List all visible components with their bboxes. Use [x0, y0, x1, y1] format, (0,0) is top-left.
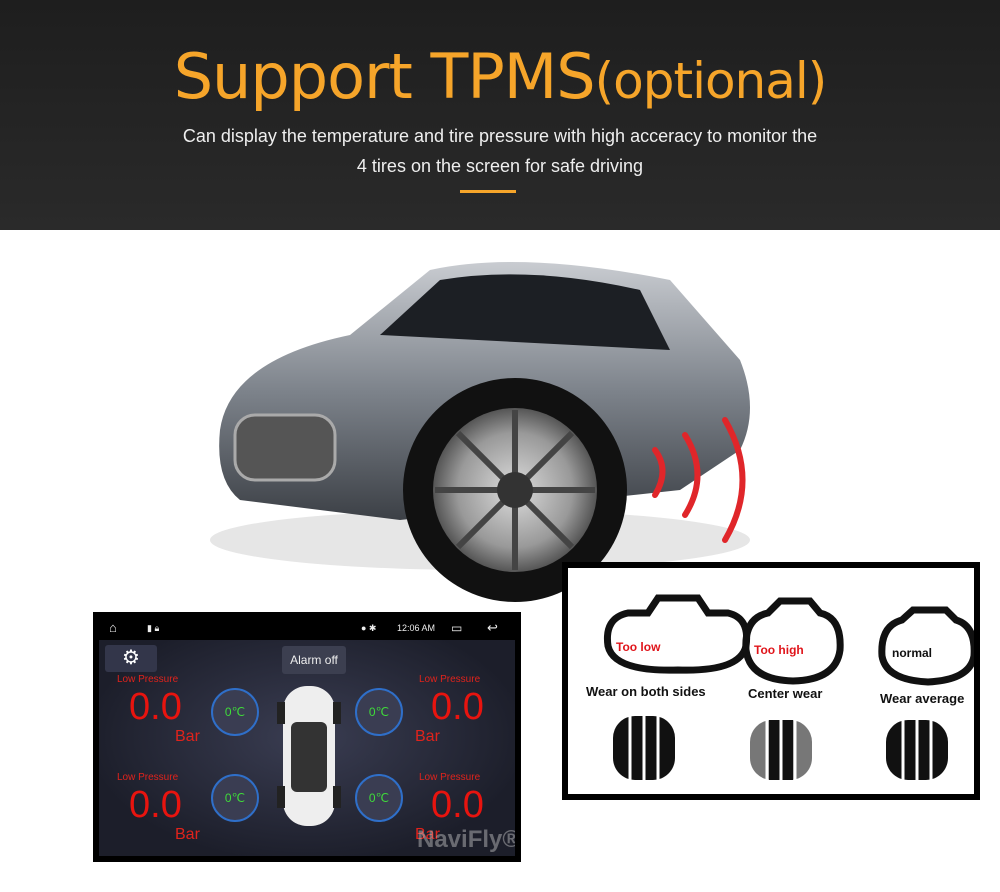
tire-fr-temp: 0℃ [355, 688, 403, 736]
car-illustration [200, 240, 760, 625]
wear-state-normal: normal [892, 646, 933, 660]
title-main: Support TPMS [173, 40, 596, 113]
tire-fl-unit: Bar [175, 728, 200, 745]
recent-apps-icon[interactable]: ▭ [451, 621, 463, 635]
settings-button[interactable]: ⚙ [105, 645, 157, 672]
location-bluetooth-icons: ● ✱ [361, 623, 377, 633]
tire-rl-unit: Bar [175, 826, 200, 843]
status-bar: ⌂ ▮ 🔒︎ ● ✱ 12:06 AM ▭ ↩ [99, 618, 515, 640]
alarm-toggle-button[interactable]: Alarm off [282, 646, 346, 674]
title-suffix: (optional) [594, 52, 828, 110]
page-title: Support TPMS(optional) [0, 40, 1000, 113]
tpms-head-unit-screen: ⌂ ▮ 🔒︎ ● ✱ 12:06 AM ▭ ↩ ⚙ Alarm off Low … [93, 612, 521, 862]
lock-icon: ▮ 🔒︎ [147, 623, 160, 633]
wear-caption-center: Center wear [748, 686, 823, 701]
tire-rl-temp: 0℃ [211, 774, 259, 822]
tire-fl-pressure: 0.0 [129, 686, 182, 728]
wear-caption-both-sides: Wear on both sides [586, 684, 706, 699]
car-top-view [277, 686, 341, 826]
wear-caption-average: Wear average [880, 691, 965, 706]
header-banner: Support TPMS(optional) Can display the t… [0, 0, 1000, 230]
tire-rl-status: Low Pressure [117, 772, 179, 783]
tire-fr-pressure: 0.0 [431, 686, 484, 728]
clock: 12:06 AM [397, 623, 436, 633]
brand-watermark: NaviFly® [417, 826, 515, 853]
back-icon[interactable]: ↩ [487, 620, 498, 635]
home-icon[interactable]: ⌂ [109, 620, 117, 635]
title-underline [460, 190, 516, 193]
gear-icon: ⚙ [122, 647, 140, 669]
wear-state-too-high: Too high [754, 643, 804, 657]
subtitle-line2: 4 tires on the screen for safe driving [356, 156, 644, 176]
tire-fl-status: Low Pressure [117, 674, 179, 685]
tire-rr-temp: 0℃ [355, 774, 403, 822]
tire-rr-unit: Bar [415, 826, 440, 843]
subtitle-line1: Can display the temperature and tire pre… [182, 126, 818, 146]
tire-rr-pressure: 0.0 [431, 784, 484, 826]
tire-fr-status: Low Pressure [419, 674, 481, 685]
tire-wear-panel: Too low Too high normal Wear on both sid… [562, 562, 980, 800]
tire-fr-unit: Bar [415, 728, 440, 745]
wear-state-too-low: Too low [616, 640, 661, 654]
tire-wear-diagrams [603, 594, 974, 780]
tire-rl-pressure: 0.0 [129, 784, 182, 826]
tire-fl-temp: 0℃ [211, 688, 259, 736]
tire-rr-status: Low Pressure [419, 772, 481, 783]
